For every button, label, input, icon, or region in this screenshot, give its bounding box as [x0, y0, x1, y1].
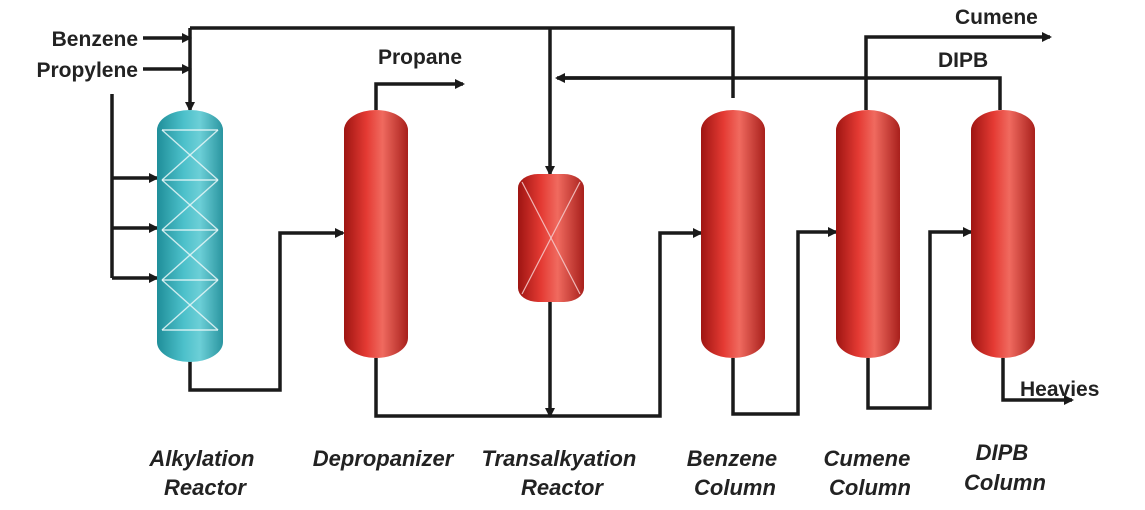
dipb-column — [971, 110, 1035, 358]
propane-overhead-line — [374, 79, 465, 110]
catalyst-beds-pattern — [161, 129, 219, 331]
depropanizer-column — [344, 110, 408, 358]
depropanizer-label: Depropanizer — [313, 446, 455, 471]
alkylation-reactor — [157, 110, 223, 362]
cumene-stream-label: Cumene — [955, 6, 1038, 29]
dipb-column-label: DIPB Column — [964, 440, 1046, 495]
depropanizer-bottoms-line — [374, 228, 703, 418]
transalkylation-reactor-label: Transalkyation Reactor — [481, 446, 642, 500]
cumene-column-bottoms-line — [866, 227, 973, 410]
benzene-column — [701, 110, 765, 358]
benzene-column-label: Benzene Column — [687, 446, 784, 500]
dipb-recycle-header — [560, 76, 1002, 110]
propylene-stream-label: Propylene — [36, 59, 138, 82]
alkylation-reactor-label: Alkylation Reactor — [148, 446, 260, 500]
heavies-stream-label: Heavies — [1020, 378, 1099, 401]
cumene-column — [836, 110, 900, 358]
benzene-column-bottoms-line — [731, 227, 838, 416]
benzene-stream-label: Benzene — [52, 28, 138, 51]
propane-stream-label: Propane — [378, 46, 462, 69]
cumene-product-line — [864, 32, 1052, 110]
heavies-line — [1001, 358, 1074, 405]
alkylation-effluent-line — [188, 228, 345, 392]
benzene-recycle-header — [190, 26, 735, 98]
transalkylation-reactor — [518, 174, 584, 302]
cumene-column-label: Cumene Column — [824, 446, 917, 500]
dipb-stream-label: DIPB — [938, 49, 988, 72]
